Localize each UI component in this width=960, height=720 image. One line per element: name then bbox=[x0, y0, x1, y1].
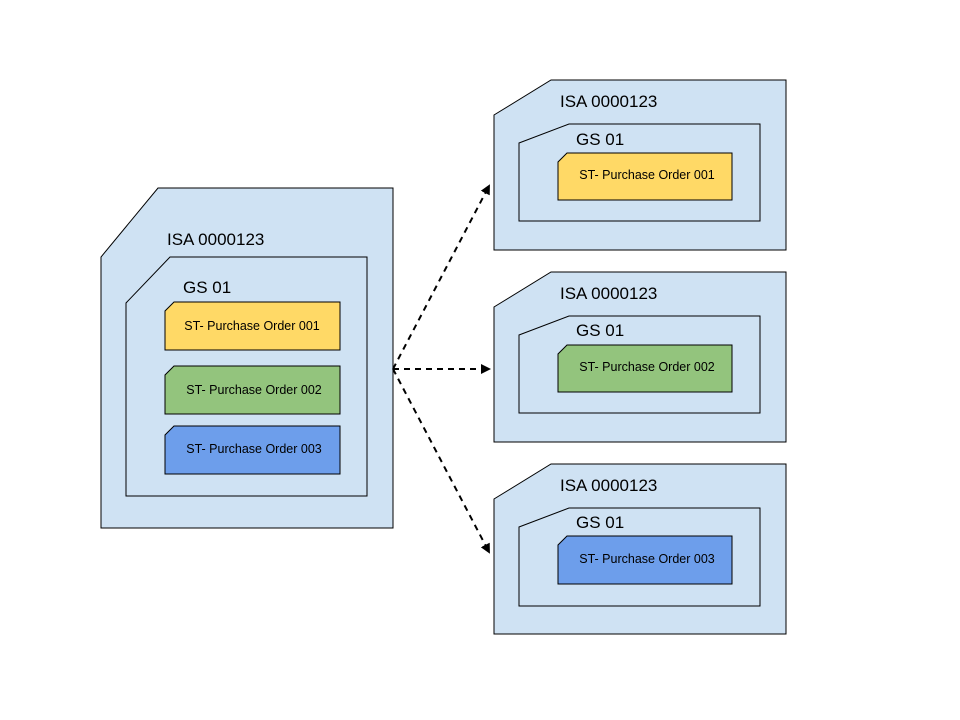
source-order-2-shape bbox=[164, 365, 341, 415]
split-arrows bbox=[392, 184, 491, 554]
output-3-isa-label: ISA 0000123 bbox=[560, 476, 657, 495]
output-2-order-shape bbox=[557, 344, 733, 393]
output-1-order-shape bbox=[557, 152, 733, 201]
source-gs-label: GS 01 bbox=[183, 278, 231, 297]
source-interchange: ISA 0000123 GS 01 ST- Purchase Order 001… bbox=[100, 187, 394, 529]
arrow-to-output-1 bbox=[392, 184, 490, 370]
source-isa-label: ISA 0000123 bbox=[167, 230, 264, 249]
output-interchange-3: ISA 0000123 GS 01 ST- Purchase Order 003 bbox=[493, 463, 787, 635]
output-interchange-1: ISA 0000123 GS 01 ST- Purchase Order 001 bbox=[493, 79, 787, 251]
source-order-1: ST- Purchase Order 001 bbox=[164, 301, 341, 351]
output-1-isa-label: ISA 0000123 bbox=[560, 92, 657, 111]
output-3-order-label: ST- Purchase Order 003 bbox=[579, 552, 715, 566]
source-order-2-label: ST- Purchase Order 002 bbox=[186, 383, 322, 397]
source-order-3: ST- Purchase Order 003 bbox=[164, 425, 341, 475]
source-order-3-shape bbox=[164, 425, 341, 475]
source-order-1-shape bbox=[164, 301, 341, 351]
output-2-gs-label: GS 01 bbox=[576, 321, 624, 340]
output-3-gs-label: GS 01 bbox=[576, 513, 624, 532]
source-order-1-label: ST- Purchase Order 001 bbox=[184, 319, 320, 333]
output-2-order-label: ST- Purchase Order 002 bbox=[579, 360, 715, 374]
output-1-gs-label: GS 01 bbox=[576, 130, 624, 149]
source-order-3-label: ST- Purchase Order 003 bbox=[186, 442, 322, 456]
arrow-to-output-3 bbox=[392, 368, 490, 554]
output-3-order-shape bbox=[557, 535, 733, 585]
source-order-2: ST- Purchase Order 002 bbox=[164, 365, 341, 415]
output-1-order-label: ST- Purchase Order 001 bbox=[579, 168, 715, 182]
output-interchange-2: ISA 0000123 GS 01 ST- Purchase Order 002 bbox=[493, 271, 787, 443]
output-2-isa-label: ISA 0000123 bbox=[560, 284, 657, 303]
